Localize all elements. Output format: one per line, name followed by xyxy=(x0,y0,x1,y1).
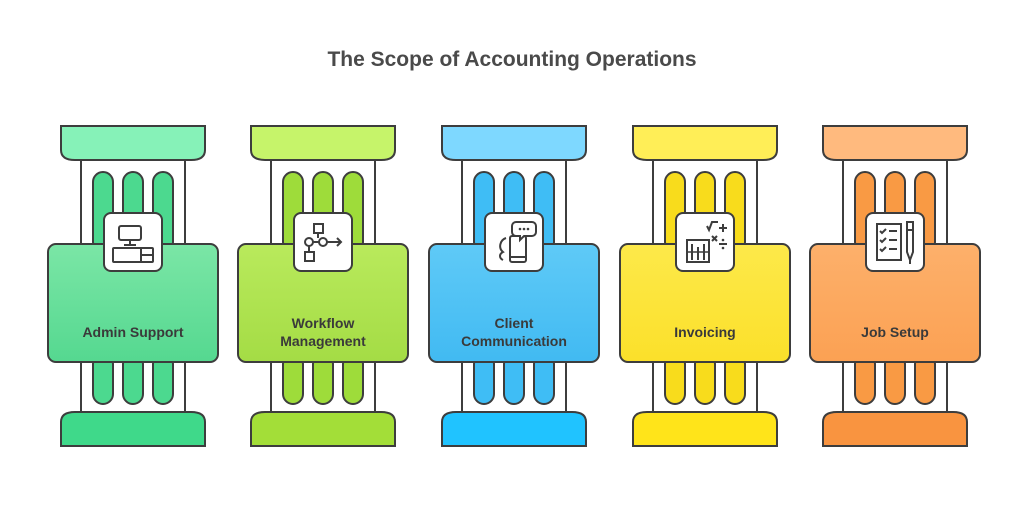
pillar-admin-support: Admin Support xyxy=(47,124,219,448)
pillar-frame xyxy=(237,125,409,447)
icon-box xyxy=(103,212,163,272)
pillar-job-setup: Job Setup xyxy=(809,124,981,448)
pillar-label: Workflow Management xyxy=(280,315,366,349)
pillar-label: Job Setup xyxy=(861,324,929,340)
calculator-books-icon xyxy=(686,221,727,263)
pillar-client-communication: Client Communication xyxy=(428,124,600,448)
icon-box xyxy=(293,212,353,272)
pillar-invoicing: Invoicing xyxy=(619,124,791,448)
pillar-frame xyxy=(619,125,791,447)
phone-chat-icon xyxy=(499,221,537,263)
pillar-frame xyxy=(809,125,981,447)
icon-box xyxy=(675,212,735,272)
pillar-label: Client Communication xyxy=(461,315,567,349)
pillar-label: Invoicing xyxy=(674,324,736,340)
pillar-frame xyxy=(47,125,219,447)
desk-computer-icon xyxy=(112,225,154,263)
pillar-workflow-management: Workflow Management xyxy=(237,124,409,448)
pillar-frame xyxy=(428,125,600,447)
icon-box xyxy=(484,212,544,272)
pillar-label: Admin Support xyxy=(82,324,184,340)
workflow-diagram-icon xyxy=(304,223,343,262)
checklist-pen-icon xyxy=(876,221,914,264)
diagram-title: The Scope of Accounting Operations xyxy=(327,48,697,71)
icon-box xyxy=(865,212,925,272)
